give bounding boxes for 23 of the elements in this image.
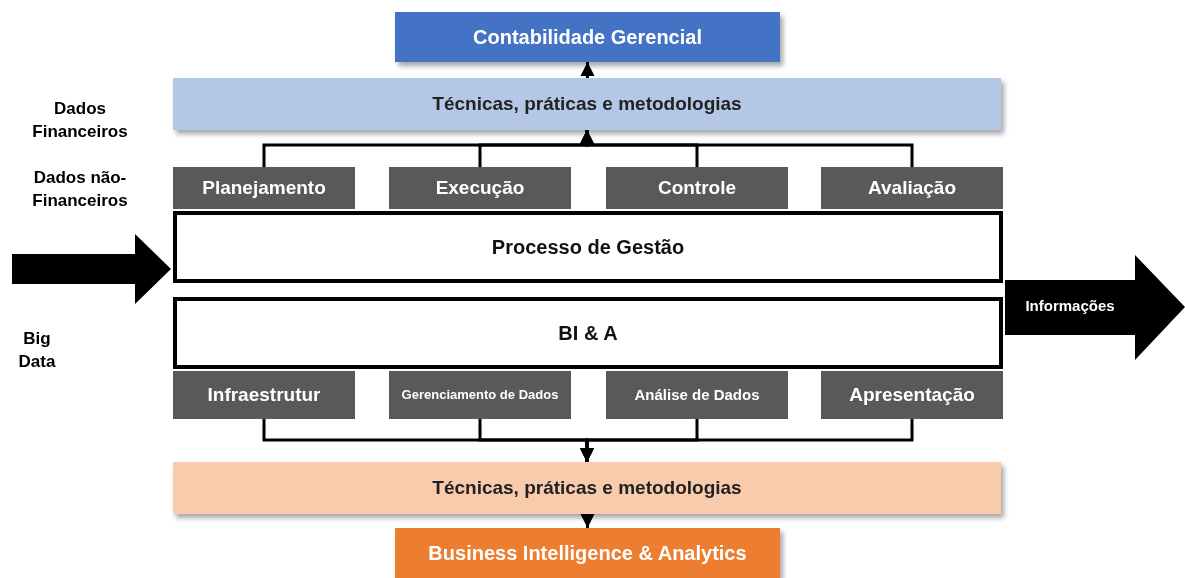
- header-box: Contabilidade Gerencial: [395, 12, 780, 62]
- layer-box: Processo de Gestão: [173, 211, 1003, 283]
- band-box: Técnicas, práticas e metodologias: [173, 78, 1001, 130]
- step-box: Apresentação: [821, 371, 1003, 419]
- connector-arrow: [580, 130, 914, 167]
- connector-arrow: [580, 62, 595, 78]
- input-arrow: [12, 234, 171, 304]
- layer-box: BI & A: [173, 297, 1003, 369]
- step-box: Execução: [389, 167, 571, 209]
- connector-arrow: [580, 419, 914, 462]
- connector-arrow: [580, 514, 595, 528]
- input-label: Big Data: [17, 328, 57, 373]
- input-label: Dados Financeiros: [31, 98, 129, 143]
- input-label: Dados não-Financeiros: [31, 167, 129, 212]
- step-box: Infraestrutur: [173, 371, 355, 419]
- step-box: Análise de Dados: [606, 371, 788, 419]
- step-box: Gerenciamento de Dados: [389, 371, 571, 419]
- arrow-label: Informações: [1024, 297, 1116, 315]
- band-box: Técnicas, práticas e metodologias: [173, 462, 1001, 514]
- step-box: Avaliação: [821, 167, 1003, 209]
- footer-box: Business Intelligence & Analytics: [395, 528, 780, 578]
- step-box: Planejamento: [173, 167, 355, 209]
- step-box: Controle: [606, 167, 788, 209]
